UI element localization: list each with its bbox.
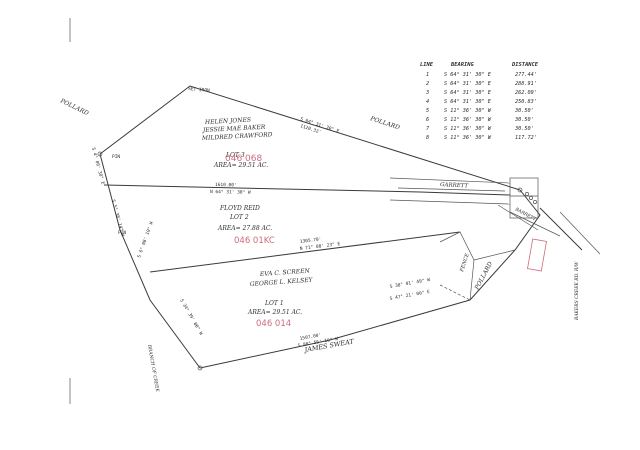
distance-lot2-south: 1305.70': [300, 236, 322, 245]
line-table-row-4-line: 4: [426, 99, 429, 105]
lot1-owner-2: GEORGE L. KELSEY: [250, 277, 314, 288]
inner-tract-line-2: [473, 249, 516, 261]
line-table-row-3-distance: 262.09': [515, 90, 537, 96]
line-table-row-3-bearing: S 64° 31' 30" E: [444, 90, 492, 96]
line-table-row-3-line: 3: [425, 90, 429, 96]
utility-pin-2: [529, 196, 533, 200]
line-table-row-4-distance: 250.83': [515, 99, 537, 105]
lot2-south-line: [149, 231, 461, 273]
adjoiner-bakers-creek-road: BAKERS CREEK RD. R/W: [574, 261, 580, 321]
lot-3-label: HELEN JONES JESSIE MAE BAKER MILDRED CRA…: [201, 117, 273, 169]
lot3-owner-3: MILDRED CRAWFORD: [201, 131, 273, 142]
distance-south-line: 1507.00': [299, 332, 321, 342]
strip-line-c: [397, 187, 506, 192]
boundary-west-line: [99, 153, 201, 369]
utility-pin-3: [533, 200, 537, 204]
line-table-header-line: LINE: [420, 62, 434, 68]
corner-pin-ne: [517, 187, 523, 193]
bearing-inner-a: S 34° 39' 00" W: [178, 298, 204, 336]
inner-tract-dash: [439, 284, 471, 301]
lot1-owner-1: EVA C. SCREEN: [259, 267, 311, 278]
bearing-inner-b: S 38° 01' 49" W: [389, 277, 430, 290]
line-table: LINE BEARING DISTANCE 1 S 64° 31' 30" E …: [420, 62, 539, 141]
lot3-owner-1: HELEN JONES: [204, 117, 252, 126]
mark-pin-a: PIN: [112, 154, 120, 160]
corner-pin-nw: [97, 151, 103, 157]
line-table-row-4-bearing: S 64° 31' 30" E: [444, 99, 492, 105]
lot1-lot-number: LOT 1: [264, 300, 284, 307]
bearing-lot3-south: N 64° 31' 30" W: [210, 189, 251, 196]
corner-pin-sw: [197, 365, 203, 371]
garrett-parcel: [509, 177, 539, 219]
line-table-row-8-distance: 117.72': [515, 135, 537, 141]
bearing-lot2-south: N 71° 00' 23" E: [300, 241, 341, 252]
strip-line-b: [389, 199, 511, 205]
lot-1-label: EVA C. SCREEN GEORGE L. KELSEY LOT 1 ARE…: [247, 267, 314, 329]
line-table-row-1-line: 1: [426, 72, 429, 78]
lot2-area: AREA= 27.88 AC.: [217, 225, 272, 232]
inner-tract-line: [439, 231, 475, 301]
line-table-row-6-distance: 30.50': [514, 117, 534, 123]
line-table-row-8-line: 8: [426, 135, 429, 141]
line-table-row-7-bearing: S 11° 36' 30" W: [444, 126, 492, 132]
line-table-row-6-line: 6: [426, 117, 429, 123]
boundary-east-line: [469, 189, 541, 301]
line-table-row-1-bearing: S 64° 31' 30" E: [444, 72, 492, 78]
label-branch-of-creek: BRANCH OF CREEK: [146, 343, 160, 393]
label-fence: FENCE: [459, 252, 471, 273]
bearing-inner-c: S 47° 21' 00" E: [389, 289, 430, 302]
line-table-header-bearing: BEARING: [450, 62, 474, 68]
adjoiner-barrett: BARRETT: [513, 206, 538, 223]
lot2-parcel-number: 046 01KC: [234, 236, 275, 246]
lot3-lot-number: LOT 3: [225, 152, 245, 159]
lot3-area: AREA= 29.51 AC.: [213, 162, 268, 169]
lot-line-east-segment: [419, 191, 511, 196]
line-table-row-5-bearing: S 11° 36' 30" W: [444, 108, 492, 114]
line-table-row-6-bearing: S 11° 36' 30" W: [444, 117, 492, 123]
road-row-line-b: [559, 211, 601, 255]
adjoiner-garrett: GARRETT: [440, 182, 469, 189]
lot2-owner-1: FLOYD REID: [219, 205, 260, 212]
strip-line-a: [389, 177, 511, 184]
utility-pin-1: [525, 192, 529, 196]
distance-lot3-south: 1610.00': [215, 182, 237, 188]
lot-2-label: FLOYD REID LOT 2 AREA= 27.88 AC. 046 01K…: [217, 205, 275, 246]
mark-pin-b: PIN: [118, 230, 126, 236]
line-table-row-5-distance: 30.50': [514, 108, 534, 114]
mark-set-iron: SET IRON: [188, 86, 210, 94]
lot1-area: AREA= 29.51 AC.: [247, 309, 302, 316]
boundary-north-line: [99, 85, 521, 191]
line-table-header-distance: DISTANCE: [511, 62, 539, 68]
red-stamp-box: [527, 238, 547, 272]
line-table-row-7-line: 7: [426, 126, 430, 132]
lot1-parcel-number: 046 014: [256, 319, 291, 329]
barrett-line-2: [509, 211, 561, 237]
lot3-owner-2: JESSIE MAE BAKER: [201, 124, 266, 134]
adjoiner-pollard-nw: POLLARD: [58, 97, 90, 117]
road-row-line-a: [539, 207, 583, 251]
adjoiner-pollard-ne: POLLARD: [368, 115, 400, 131]
lot2-lot-number: LOT 2: [229, 214, 249, 221]
line-table-row-2-line: 2: [426, 81, 429, 87]
lot3-parcel-number: 046 068: [225, 154, 262, 164]
line-table-row-1-distance: 277.44': [515, 72, 537, 78]
line-table-row-5-line: 5: [426, 108, 429, 114]
line-table-row-2-distance: 288.91': [515, 81, 537, 87]
bearing-west-low: S 6° 08' 10" W: [136, 221, 155, 259]
barrett-line: [497, 204, 539, 231]
lot3-south-line: [103, 184, 421, 193]
line-table-row-8-bearing: S 11° 36' 30" W: [444, 135, 492, 141]
line-table-row-2-bearing: S 64° 31' 30" E: [444, 81, 492, 87]
boundary-south-line: [199, 299, 471, 369]
line-table-row-7-distance: 30.50': [514, 126, 534, 132]
